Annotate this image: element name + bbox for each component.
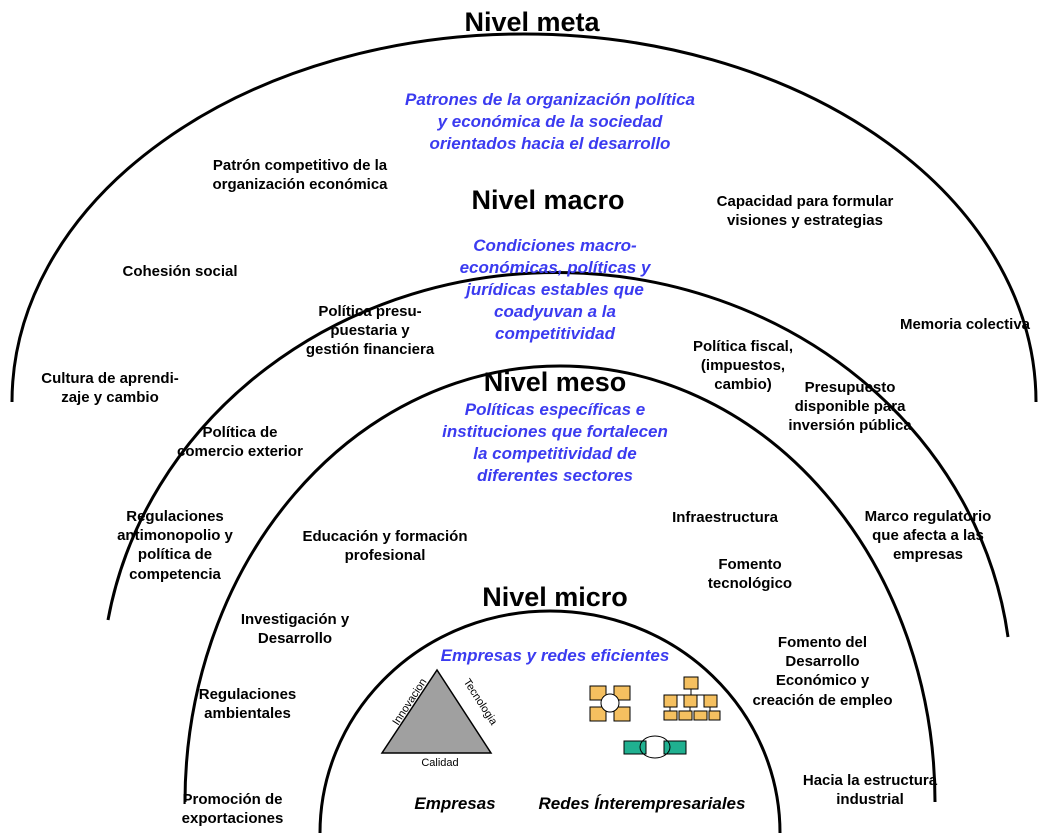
meso-factor-estructura: Hacia la estructura industrial [802, 772, 938, 809]
meso-factor-fomento-tecnologico: Fomento tecnológico [707, 556, 793, 593]
macro-arc [106, 271, 1010, 638]
meso-factor-infraestructura: Infraestructura [672, 509, 778, 526]
micro-arc [318, 609, 782, 833]
meta-factor-patron: Patrón competitivo de la organización ec… [212, 157, 388, 194]
meta-description: Patrones de la organización política y e… [404, 90, 695, 154]
network-icon-link [623, 735, 687, 759]
macro-factor-presupuesto: Presupuesto disponible para inversión pú… [788, 379, 912, 435]
meso-level-title: Nivel meso [483, 367, 627, 397]
meso-factor-ambientales: Regulaciones ambientales [198, 686, 297, 723]
macro-factor-comercio: Política de comercio exterior [177, 424, 303, 461]
meso-factor-fomento-desarrollo: Fomento del Desarrollo Económico y creac… [752, 634, 893, 709]
meso-arc [183, 364, 937, 803]
meta-level-title: Nivel meta [464, 7, 600, 37]
macro-factor-presupuestaria: Política presu- puestaria y gestión fina… [305, 303, 435, 359]
meta-arc [10, 32, 1038, 403]
meta-factor-cohesion: Cohesión social [122, 263, 238, 280]
micro-empresas-label: Empresas [414, 794, 496, 813]
macro-description: Condiciones macro- económicas, políticas… [459, 236, 651, 344]
triangle-label-bottom: Calidad [421, 757, 459, 769]
meta-factor-memoria: Memoria colectiva [899, 316, 1031, 333]
micro-level-title: Nivel micro [482, 582, 628, 612]
meso-factor-educacion: Educación y formación profesional [302, 528, 468, 565]
meso-description: Políticas específicas e instituciones qu… [442, 400, 668, 486]
micro-description: Empresas y redes eficientes [440, 646, 670, 665]
network-icon-square [589, 685, 631, 722]
macro-factor-antimonopolio: Regulaciones antimonopolio y política de… [117, 508, 233, 583]
micro-redes-label: Redes Ínterempresariales [538, 794, 746, 813]
macro-factor-marco: Marco regulatorio que afecta a las empre… [864, 508, 992, 564]
meso-factor-investigacion: Investigación y Desarrollo [240, 611, 350, 648]
meso-factor-exportaciones: Promoción de exportaciones [181, 791, 284, 828]
macro-factor-fiscal: Política fiscal, (impuestos, cambio) [692, 338, 794, 394]
meta-factor-capacidad: Capacidad para formular visiones y estra… [716, 193, 894, 230]
network-icon-hierarchy [663, 676, 721, 721]
triangle-icon [380, 668, 493, 754]
macro-level-title: Nivel macro [471, 185, 625, 215]
meta-factor-cultura: Cultura de aprendi- zaje y cambio [41, 370, 179, 407]
